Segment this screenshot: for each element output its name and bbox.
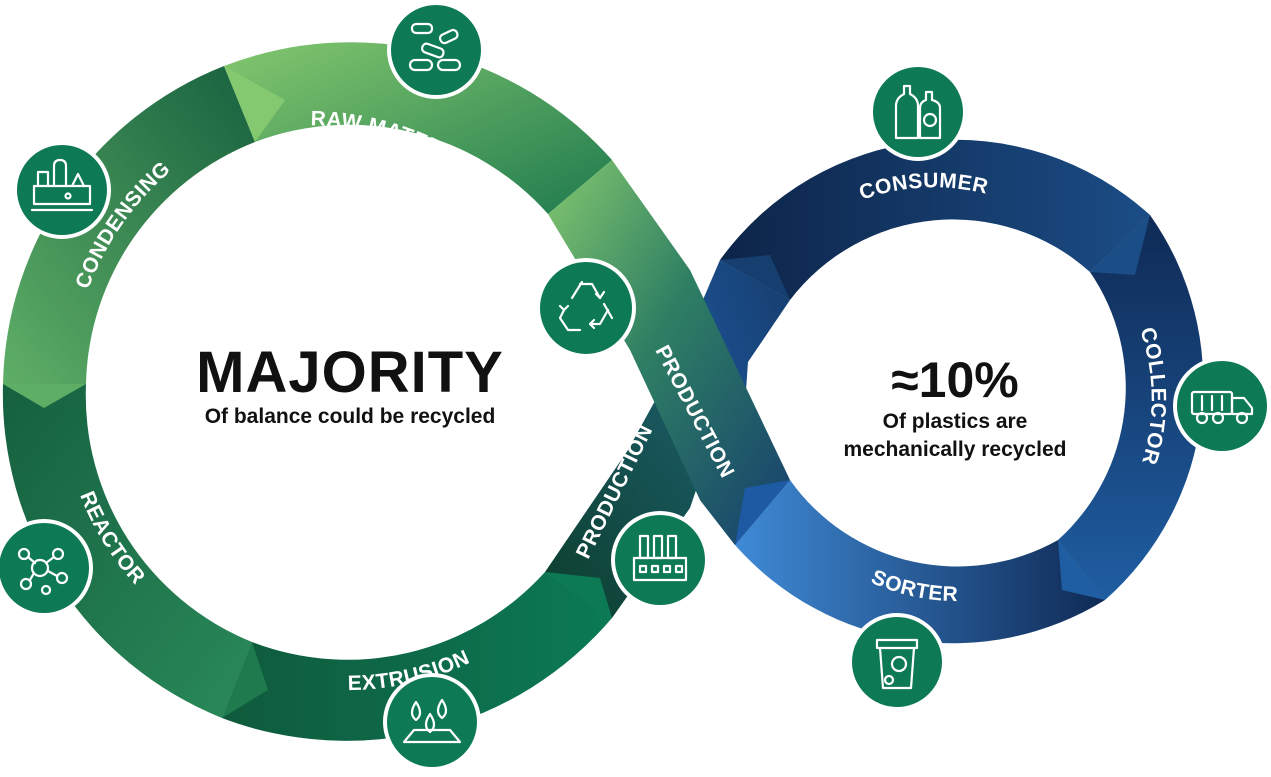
segment-reactor bbox=[2, 384, 252, 718]
arrow-consumer bbox=[720, 255, 790, 300]
percent-headline: ≈10% bbox=[891, 352, 1019, 408]
majority-caption: Of balance could be recycled bbox=[204, 405, 496, 428]
segment-sorter bbox=[735, 480, 1105, 644]
segment-extrusion bbox=[222, 572, 612, 741]
truck-collector-icon bbox=[1173, 357, 1271, 455]
factory-production-icon bbox=[611, 511, 709, 609]
arrow-production bbox=[735, 480, 790, 545]
arrow-sorter bbox=[1058, 540, 1105, 600]
majority-headline: MAJORITY bbox=[196, 340, 504, 405]
right-loop-center: ≈10% Of plastics are mechanically recycl… bbox=[790, 352, 1120, 464]
segment-condensing bbox=[3, 66, 255, 384]
arrow-collector bbox=[1090, 215, 1150, 275]
segment-production-right bbox=[548, 160, 790, 545]
pipes-raw-material-icon bbox=[387, 1, 485, 99]
arrow-raw-material bbox=[224, 66, 285, 142]
recycle-icon bbox=[536, 258, 636, 358]
percent-caption-line2: mechanically recycled bbox=[843, 438, 1067, 461]
arrow-condensing bbox=[3, 384, 86, 408]
molecule-reactor-icon bbox=[0, 519, 93, 617]
segment-raw-material bbox=[224, 42, 612, 214]
left-loop-center: MAJORITY Of balance could be recycled bbox=[150, 342, 550, 430]
droplets-extrusion-icon bbox=[383, 673, 481, 771]
bottles-consumer-icon bbox=[869, 63, 967, 161]
arrow-extrusion bbox=[545, 572, 612, 618]
arrow-reactor bbox=[222, 642, 268, 718]
segment-collector bbox=[1058, 215, 1204, 600]
bin-sorter-icon bbox=[848, 613, 946, 711]
percent-caption-line1: Of plastics are bbox=[882, 410, 1028, 433]
factory-condensing-icon bbox=[13, 141, 111, 239]
segment-consumer bbox=[720, 139, 1150, 300]
